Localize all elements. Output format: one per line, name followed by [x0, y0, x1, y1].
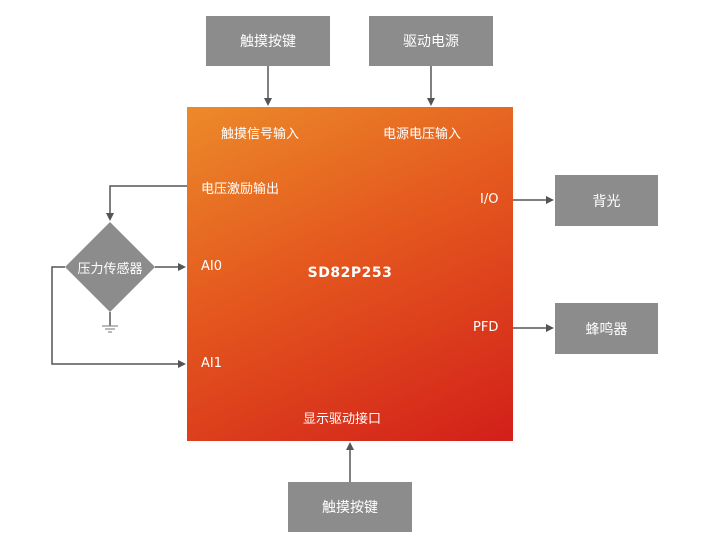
- mcu-chip: 触摸信号输入 电源电压输入 电压激励输出 I/O AI0 SD82P253 PF…: [187, 107, 513, 441]
- drive-power-label: 驱动电源: [403, 34, 459, 50]
- display-interface-label: 显示驱动接口: [303, 412, 382, 427]
- arrow-excitation-to-sensor: [106, 185, 187, 221]
- ai1-pin-label: AI1: [201, 356, 222, 371]
- voltage-output-label: 电压激励输出: [201, 182, 280, 197]
- pfd-pin-label: PFD: [473, 320, 499, 335]
- pressure-sensor-label: 压力传感器: [77, 262, 143, 277]
- touch-input-label: 触摸信号输入: [221, 127, 300, 142]
- buzzer-block: 蜂鸣器: [555, 303, 658, 354]
- pressure-sensor-diamond: [65, 222, 155, 312]
- touch-key-bottom-label: 触摸按键: [322, 500, 378, 516]
- io-pin-label: I/O: [480, 192, 499, 207]
- backlight-block: 背光: [555, 175, 658, 226]
- buzzer-label: 蜂鸣器: [585, 321, 628, 338]
- touch-key-top-label: 触摸按键: [240, 34, 296, 50]
- touch-key-top-block: 触摸按键: [206, 16, 330, 66]
- ground-icon: [102, 325, 118, 333]
- pressure-sensor-block: 压力传感器: [65, 222, 155, 312]
- drive-power-block: 驱动电源: [369, 16, 493, 66]
- backlight-label: 背光: [592, 193, 621, 210]
- ai0-pin-label: AI0: [201, 259, 222, 274]
- power-input-label: 电源电压输入: [383, 127, 462, 142]
- touch-key-bottom-block: 触摸按键: [288, 482, 412, 532]
- arrow-sensor-to-ai1: [51, 266, 186, 368]
- chip-name: SD82P253: [307, 265, 393, 281]
